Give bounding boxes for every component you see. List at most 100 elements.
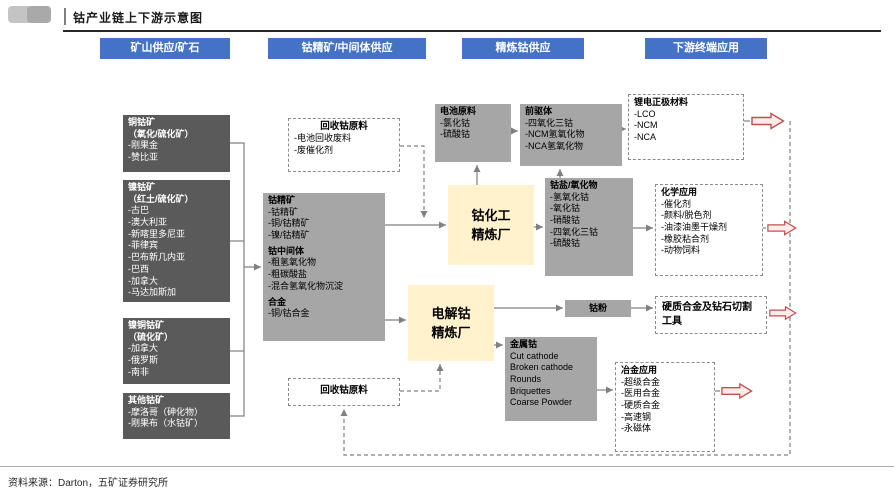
cobalt-metal-title: 金属钴: [510, 339, 538, 349]
metallurgy-application-item: -永磁体: [621, 423, 651, 434]
recycle-box-title: 回收钴原料: [320, 385, 368, 396]
mine-box-subtitle: （红土/硫化矿）: [128, 193, 194, 204]
alloy-section-title: 合金: [268, 296, 287, 307]
logo-shape-right: [27, 6, 51, 24]
salt-item: -硫酸钴: [550, 238, 580, 249]
end-demand-arrow-icon: [721, 382, 753, 400]
battery-material-item: -硫酸钴: [440, 129, 470, 140]
cathode-item: -LCO: [634, 108, 656, 119]
end-demand-arrow-icon: [751, 112, 785, 130]
intermediate-item: -粗氢氧化物: [268, 257, 316, 268]
recycled-cobalt-feed-bottom-box: 回收钴原料: [288, 378, 400, 406]
stage-header-mine-supply: 矿山供应/矿石: [100, 38, 230, 59]
cobalt-powder-box: 钴粉: [565, 300, 631, 317]
concentrate-item: -钴精矿: [268, 206, 298, 217]
chemical-applications-title: 化学应用: [661, 187, 698, 197]
cobalt-metal-box: 金属钴 Cut cathode Broken cathode Rounds Br…: [505, 337, 597, 421]
concentrate-item: -铜/钴精矿: [268, 218, 310, 229]
mine-country: -巴西: [128, 263, 149, 274]
metal-form-item: Rounds: [510, 374, 542, 385]
refinery-label-line: 电解钴: [431, 305, 471, 321]
battery-materials-box: 电池原料 -氯化钴 -硫酸钴: [435, 104, 511, 162]
source-note: 资料来源：Darton，五矿证券研究所: [8, 478, 169, 489]
stage-header-downstream-applications: 下游终端应用: [645, 38, 767, 59]
mine-country: -加拿大: [128, 343, 158, 354]
logo-shape-left: [8, 6, 32, 24]
chemical-application-item: -颜料/脱色剂: [661, 210, 712, 221]
salt-item: -氢氧化钴: [550, 191, 589, 202]
mine-country: -古巴: [128, 205, 149, 216]
logo-divider: [64, 8, 66, 25]
chemical-application-item: -油漆油墨干燥剂: [661, 222, 727, 233]
stage-header-concentrate-supply: 钴精矿/中间体供应: [268, 38, 426, 59]
intermediate-item: -粗碳酸盐: [268, 269, 307, 280]
mine-box-nickel-cobalt: 镍钴矿 （红土/硫化矿） -古巴 -澳大利亚 -新喀里多尼亚 -菲律宾 -巴布新…: [123, 180, 230, 302]
title-rule: [63, 30, 881, 32]
chemical-refinery-box: 钴化工 精炼厂: [448, 185, 534, 265]
footer-rule: [0, 466, 894, 467]
salt-item: -氧化钴: [550, 203, 580, 214]
mine-country: -刚果布（水钴矿）: [128, 418, 203, 429]
metallurgy-applications-box: 冶金应用 -超级合金 -医用合金 -硬质合金 -高速钢 -永磁体: [615, 362, 715, 452]
refinery-label-line: 精炼厂: [431, 325, 471, 340]
cathode-materials-box: 锂电正极材料 -LCO -NCM -NCA: [628, 94, 744, 160]
recycle-item: -废催化剂: [294, 145, 333, 156]
metallurgy-application-item: -硬质合金: [621, 400, 660, 411]
metal-form-item: Coarse Powder: [510, 397, 573, 408]
mine-box-other-cobalt: 其他钴矿 -摩洛哥（砷化物） -刚果布（水钴矿）: [123, 393, 230, 439]
recycle-item: -电池回收废料: [294, 133, 351, 144]
recycled-cobalt-feed-top-box: 回收钴原料 -电池回收废料 -废催化剂: [288, 118, 400, 172]
precursor-item: -四氧化三钴: [525, 117, 573, 128]
stage-header-refined-cobalt-supply: 精炼钴供应: [462, 38, 584, 59]
salt-item: -四氧化三钴: [550, 226, 598, 237]
intermediate-section-title: 钴中间体: [268, 245, 305, 256]
alloy-item: -铜/钴合金: [268, 308, 310, 319]
mine-country: -加拿大: [128, 275, 158, 286]
mine-box-subtitle: （硫化矿）: [128, 331, 174, 342]
electrolytic-refinery-box: 电解钴 精炼厂: [408, 285, 494, 361]
salts-title: 钴盐/氧化物: [550, 180, 598, 190]
cathode-materials-title: 锂电正极材料: [634, 97, 689, 107]
mine-box-title: 铜钴矿: [128, 117, 156, 127]
mine-country: -新喀里多尼亚: [128, 228, 185, 239]
mine-country: -刚果金: [128, 140, 158, 151]
metallurgy-applications-title: 冶金应用: [621, 365, 658, 375]
mine-country: -巴布新几内亚: [128, 252, 185, 263]
chemical-application-item: -动物饲料: [661, 245, 700, 256]
refinery-label-line: 精炼厂: [471, 227, 511, 242]
mine-box-title: 其他钴矿: [128, 395, 165, 405]
concentrate-section-title: 钴精矿: [268, 195, 296, 205]
mine-country: -俄罗斯: [128, 355, 158, 366]
mine-country: -摩洛哥（砷化物）: [128, 406, 203, 417]
intermediate-item: -混合氢氧化物沉淀: [268, 280, 343, 291]
end-demand-arrow-icon: [767, 220, 797, 236]
cobalt-salts-oxides-box: 钴盐/氧化物 -氢氧化钴 -氧化钴 -硝酸钴 -四氧化三钴 -硫酸钴: [545, 178, 633, 276]
mine-box-subtitle: （氧化/硫化矿）: [128, 128, 194, 139]
company-logo: [8, 6, 51, 26]
mine-country: -菲律宾: [128, 240, 158, 251]
precursor-box: 前驱体 -四氧化三钴 -NCM氢氧化物 -NCA氢氧化物: [520, 104, 622, 166]
mine-box-title: 镍钴矿: [128, 182, 156, 192]
cathode-item: -NCM: [634, 120, 658, 131]
concentrate-intermediate-box: 钴精矿 -钴精矿 -铜/钴精矿 -镍/钴精矿 钴中间体 -粗氢氧化物 -粗碳酸盐…: [263, 193, 385, 341]
metal-form-item: Broken cathode: [510, 362, 574, 373]
mine-country: -南非: [128, 366, 149, 377]
chemical-application-item: -催化剂: [661, 198, 691, 209]
metal-form-item: Briquettes: [510, 385, 551, 396]
end-demand-arrow-icon: [769, 305, 797, 321]
mine-box-title: 镍铜钴矿: [128, 320, 165, 330]
cathode-item: -NCA: [634, 132, 656, 143]
mine-country: -澳大利亚: [128, 217, 167, 228]
battery-materials-title: 电池原料: [440, 106, 477, 116]
metal-form-item: Cut cathode: [510, 350, 559, 361]
mine-box-nickel-copper-cobalt: 镍铜钴矿 （硫化矿） -加拿大 -俄罗斯 -南非: [123, 318, 230, 384]
page-title: 钴产业链上下游示意图: [73, 11, 204, 25]
precursor-title: 前驱体: [525, 106, 553, 116]
chemical-applications-box: 化学应用 -催化剂 -颜料/脱色剂 -油漆油墨干燥剂 -橡胶粘合剂 -动物饲料: [655, 184, 763, 276]
precursor-item: -NCA氢氧化物: [525, 141, 583, 152]
mine-country: -赞比亚: [128, 152, 158, 163]
metallurgy-application-item: -高速钢: [621, 411, 651, 422]
carbide-tools-box: 硬质合金及钻石切割工具: [655, 296, 767, 334]
